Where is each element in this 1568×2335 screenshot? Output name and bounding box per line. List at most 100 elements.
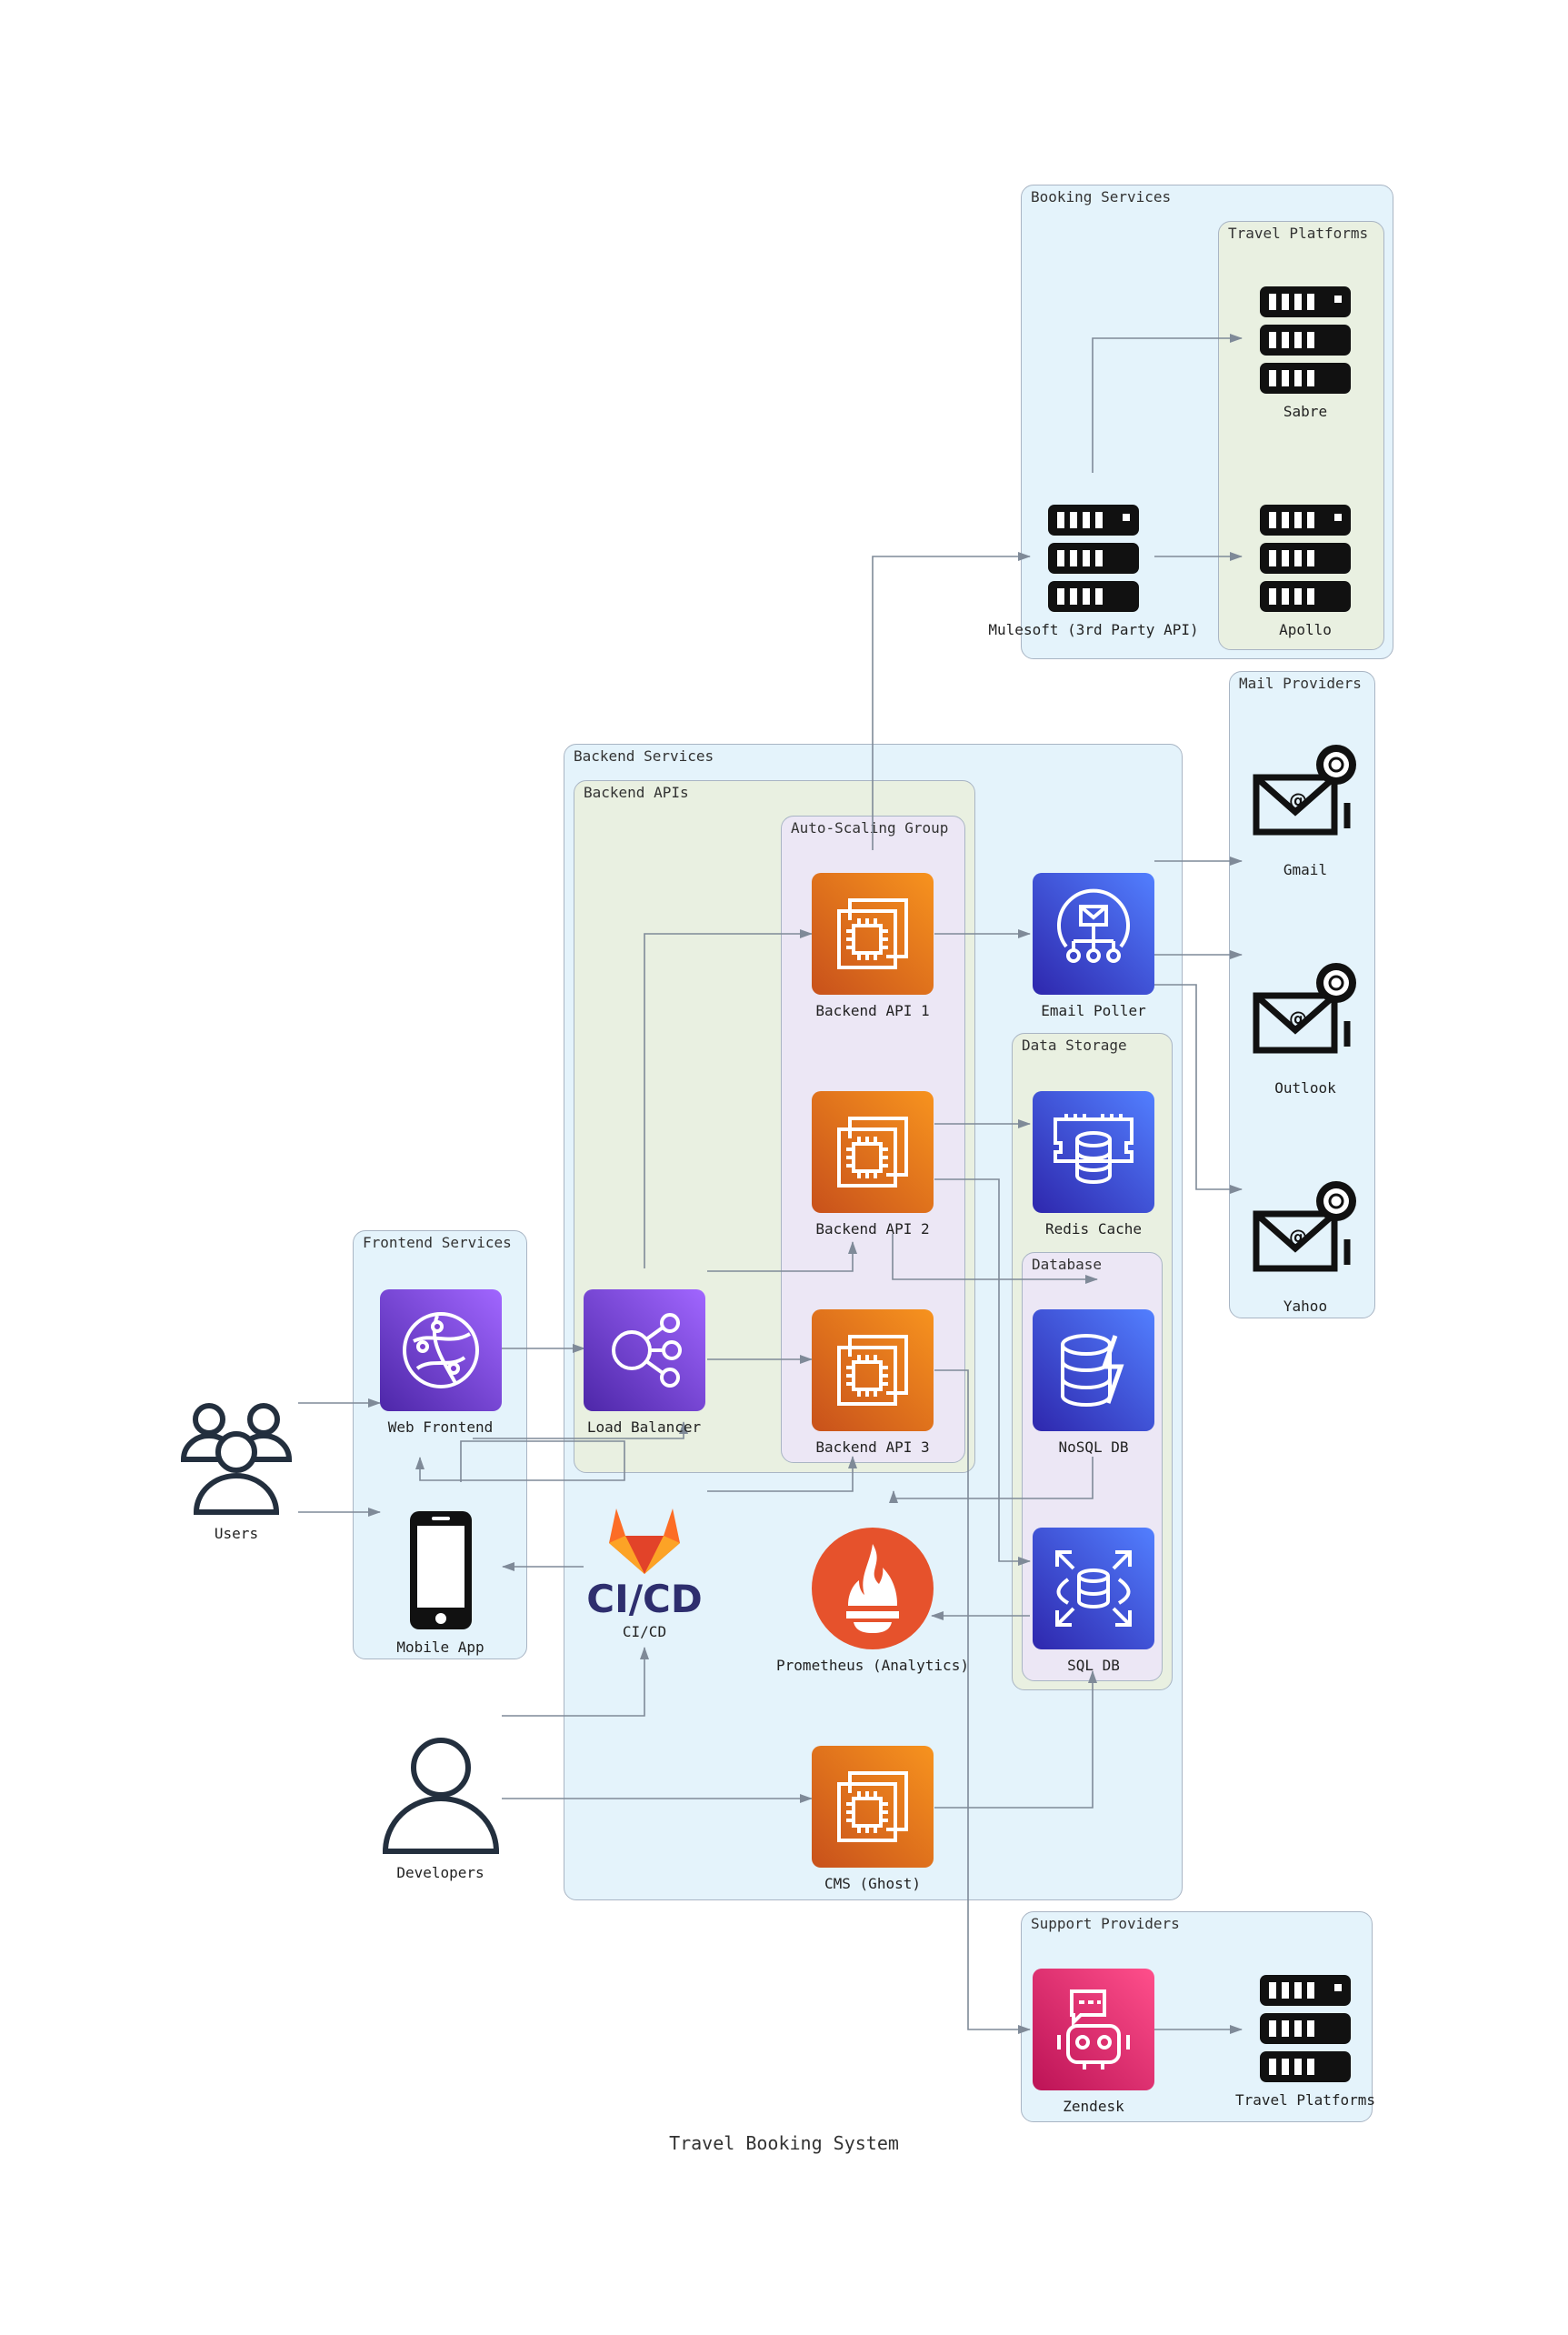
gitlab-fox-icon <box>609 1508 680 1574</box>
cluster-label-backend-services: Backend Services <box>574 747 714 765</box>
node-email-poller[interactable]: Email Poller <box>1021 873 1166 1019</box>
ec2-icon <box>812 1091 934 1213</box>
svg-text:@: @ <box>1289 1007 1307 1029</box>
node-mobile-app[interactable]: Mobile App <box>382 1509 499 1656</box>
node-label-mulesoft: Mulesoft (3rd Party API) <box>988 621 1199 638</box>
node-label-apollo: Apollo <box>1279 621 1332 638</box>
developer-user-icon <box>382 1738 499 1854</box>
node-label-nosql-db: NoSQL DB <box>1058 1438 1129 1456</box>
email-gear-icon: @ <box>1253 1181 1356 1272</box>
cluster-label-data-storage: Data Storage <box>1022 1037 1127 1054</box>
edge-cms-sql <box>934 1670 1097 1809</box>
node-label-backend-api-3: Backend API 3 <box>815 1438 930 1456</box>
edge-api1-mulesoft <box>872 552 1031 850</box>
server-icon <box>1260 286 1351 394</box>
ec2-icon <box>812 1746 934 1868</box>
edge-lb-api2 <box>707 1241 857 1272</box>
edge-mobile-web <box>415 1440 625 1482</box>
cluster-label-database: Database <box>1032 1256 1103 1273</box>
node-label-sabre: Sabre <box>1283 403 1328 420</box>
edge-api3-zendesk <box>934 1369 1031 2034</box>
elasticache-icon <box>1033 1091 1154 1213</box>
node-label-redis-cache: Redis Cache <box>1045 1220 1142 1238</box>
node-gmail[interactable]: @ Gmail <box>1242 741 1369 878</box>
node-label-prometheus: Prometheus (Analytics) <box>776 1657 969 1674</box>
dynamodb-icon <box>1033 1309 1154 1431</box>
node-web-frontend[interactable]: Web Frontend <box>375 1289 505 1436</box>
cluster-label-auto-scaling-group: Auto-Scaling Group <box>791 819 949 837</box>
email-gear-icon: @ <box>1253 963 1356 1054</box>
node-users[interactable]: Users <box>168 1396 305 1542</box>
edge-nosql-back <box>889 1457 1094 1503</box>
node-label-email-poller: Email Poller <box>1041 1002 1146 1019</box>
edge-web-cicd <box>473 1421 688 1439</box>
node-backend-api-3[interactable]: Backend API 3 <box>800 1309 945 1456</box>
email-gear-icon: @ <box>1253 745 1356 836</box>
ec2-icon <box>812 873 934 995</box>
cluster-label-mail-providers: Mail Providers <box>1239 675 1362 692</box>
mobile-phone-icon <box>409 1511 472 1629</box>
edge-email-yahoo <box>1154 984 1243 1194</box>
node-label-yahoo: Yahoo <box>1283 1298 1328 1315</box>
cloudfront-globe-icon <box>379 1289 502 1411</box>
node-label-gmail: Gmail <box>1283 861 1328 878</box>
node-sql-db[interactable]: SQL DB <box>1021 1528 1166 1674</box>
node-label-cms: CMS (Ghost) <box>824 1875 921 1892</box>
cluster-travel-platforms: Travel Platforms <box>1218 221 1384 650</box>
node-redis-cache[interactable]: Redis Cache <box>1021 1091 1166 1238</box>
node-label-sql-db: SQL DB <box>1067 1657 1120 1674</box>
node-label-users: Users <box>214 1525 259 1542</box>
node-support-travel-platforms[interactable]: Travel Platforms <box>1223 1973 1387 2109</box>
edge-dev-cicd <box>502 1647 649 1717</box>
sns-email-icon <box>1033 873 1154 995</box>
edge-mulesoft-sabre <box>1092 334 1243 473</box>
svg-text:@: @ <box>1289 789 1307 811</box>
load-balancer-icon <box>583 1289 705 1411</box>
node-sabre[interactable]: Sabre <box>1248 285 1363 420</box>
prometheus-icon <box>812 1528 934 1649</box>
rds-icon <box>1033 1528 1154 1649</box>
node-label-cicd: CI/CD <box>622 1623 667 1640</box>
node-label-developers: Developers <box>396 1864 484 1881</box>
node-label-mobile-app: Mobile App <box>396 1639 484 1656</box>
node-label-backend-api-2: Backend API 2 <box>815 1220 930 1238</box>
node-load-balancer[interactable]: Load Balancer <box>573 1289 715 1436</box>
node-backend-api-2[interactable]: Backend API 2 <box>800 1091 945 1238</box>
node-apollo[interactable]: Apollo <box>1248 503 1363 638</box>
diagram-title: Travel Booking System <box>669 2132 899 2154</box>
node-nosql-db[interactable]: NoSQL DB <box>1021 1309 1166 1456</box>
cluster-label-support-providers: Support Providers <box>1031 1915 1180 1932</box>
node-outlook[interactable]: @ Outlook <box>1242 959 1369 1097</box>
cluster-label-backend-apis: Backend APIs <box>584 784 689 801</box>
cluster-label-booking-services: Booking Services <box>1031 188 1172 205</box>
node-label-outlook: Outlook <box>1274 1079 1336 1097</box>
chatbot-icon <box>1033 1969 1154 2090</box>
cluster-label-frontend-services: Frontend Services <box>363 1234 512 1251</box>
users-group-icon <box>180 1403 293 1515</box>
node-prometheus[interactable]: Prometheus (Analytics) <box>764 1528 982 1674</box>
node-zendesk[interactable]: Zendesk <box>1021 1969 1166 2115</box>
node-backend-api-1[interactable]: Backend API 1 <box>800 873 945 1019</box>
cicd-logo-text: CI/CD <box>586 1577 703 1621</box>
node-yahoo[interactable]: @ Yahoo <box>1242 1178 1369 1315</box>
server-icon <box>1048 505 1139 612</box>
node-label-support-travel-platforms: Travel Platforms <box>1234 2091 1376 2109</box>
node-cms[interactable]: CMS (Ghost) <box>800 1746 945 1892</box>
node-label-backend-api-1: Backend API 1 <box>815 1002 930 1019</box>
cluster-label-travel-platforms: Travel Platforms <box>1228 225 1369 242</box>
node-developers[interactable]: Developers <box>368 1735 513 1881</box>
ec2-icon <box>812 1309 934 1431</box>
node-cicd[interactable]: CI/CD CI/CD <box>574 1505 714 1640</box>
edge-api2-nosql <box>892 1234 1098 1284</box>
svg-text:@: @ <box>1289 1226 1307 1248</box>
node-label-load-balancer: Load Balancer <box>586 1418 702 1436</box>
server-icon <box>1260 505 1351 612</box>
server-icon <box>1260 1975 1351 2082</box>
node-label-web-frontend: Web Frontend <box>387 1418 494 1436</box>
edge-api2-sql <box>934 1178 1031 1566</box>
node-mulesoft[interactable]: Mulesoft (3rd Party API) <box>980 503 1207 638</box>
node-label-zendesk: Zendesk <box>1063 2098 1124 2115</box>
edge-lb-api3b <box>707 1456 857 1492</box>
